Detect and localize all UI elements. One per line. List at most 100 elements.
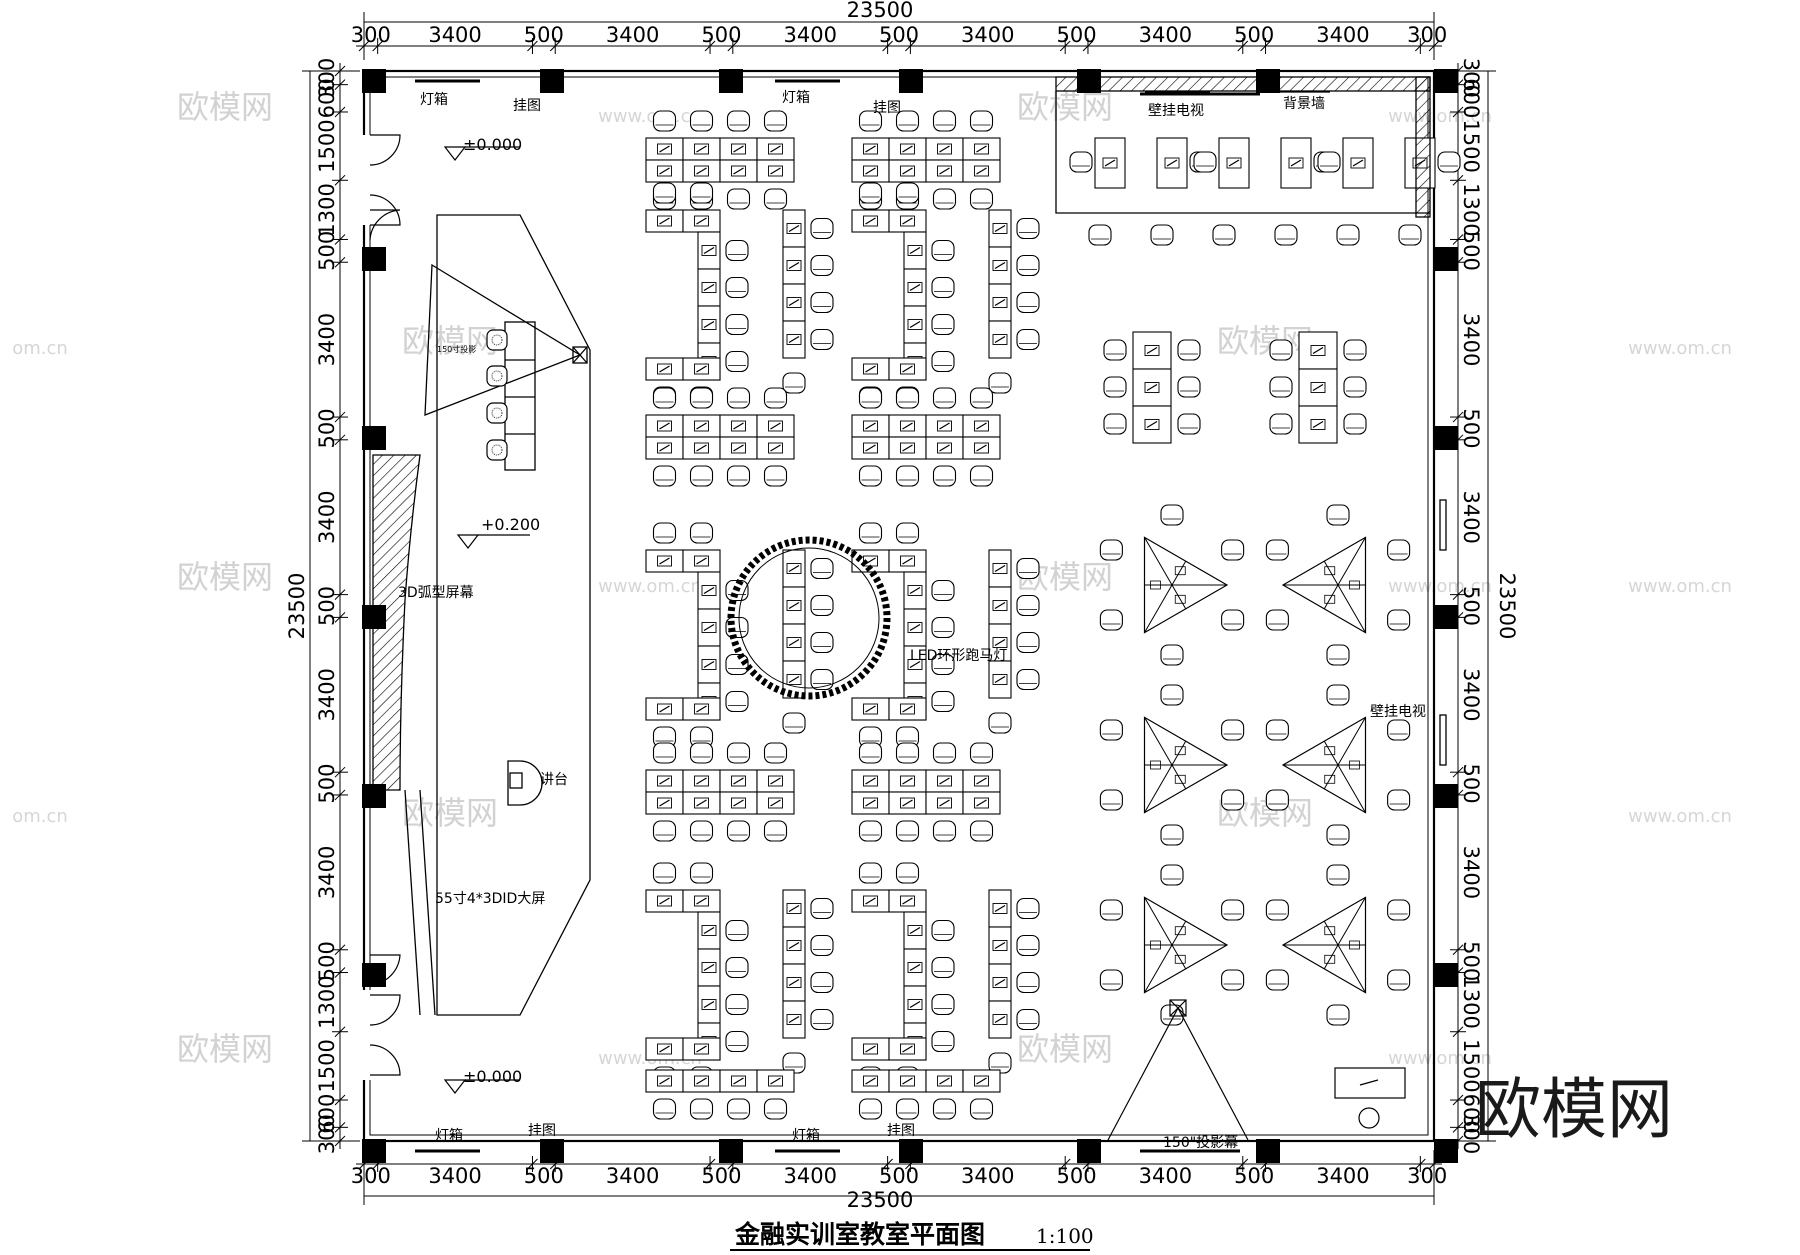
chair-cushion [491, 334, 503, 346]
keyboard [865, 444, 876, 452]
monitor [863, 363, 878, 375]
background-wall-label: 背景墙 [1283, 96, 1325, 112]
monitor [907, 622, 923, 633]
monitor [786, 223, 802, 234]
monitor [863, 1075, 878, 1087]
chair [1088, 224, 1112, 246]
keyboard [1290, 159, 1302, 167]
monitor [974, 143, 989, 155]
level-zero-top: ±0.000 [463, 135, 522, 154]
dim-h-2: 500 [524, 1164, 564, 1188]
monitor [768, 165, 783, 177]
chair [689, 1098, 714, 1120]
chair [726, 820, 751, 842]
keyboard [909, 623, 921, 632]
keyboard [909, 660, 921, 669]
total-height-left: 23500 [285, 573, 309, 640]
keyboard [1146, 420, 1158, 429]
chair [1387, 899, 1411, 921]
chair [1069, 151, 1093, 173]
keyboard [696, 217, 707, 225]
chair [895, 862, 920, 884]
chair [1387, 969, 1411, 991]
dim-h-4: 500 [701, 23, 741, 47]
chair [725, 919, 749, 942]
watermark-text: 欧模网 [1017, 88, 1113, 126]
chair [969, 188, 994, 210]
chair [1326, 864, 1350, 886]
column [899, 69, 923, 93]
chair [1016, 668, 1040, 691]
dim-h-7: 3400 [961, 23, 1014, 47]
keyboard [994, 601, 1006, 610]
monitor [1102, 157, 1118, 169]
chair [726, 1098, 751, 1120]
dim-v-9: 3400 [315, 668, 339, 721]
monitor [1174, 774, 1186, 784]
keyboard [909, 586, 921, 595]
monitor [900, 1043, 915, 1055]
chair [931, 616, 955, 639]
keyboard [659, 777, 670, 785]
chair [1177, 413, 1201, 435]
keyboard [902, 167, 913, 175]
monitor [907, 925, 923, 936]
monitor [657, 555, 672, 567]
projection-screen-label: 150"投影幕 [1163, 1135, 1238, 1151]
wall-tv-label-top: 壁挂电视 [1148, 103, 1204, 119]
keyboard [659, 422, 670, 430]
chair [932, 188, 957, 210]
column [540, 69, 564, 93]
keyboard [909, 246, 921, 255]
presentation-chairs [486, 329, 508, 461]
chair [725, 616, 749, 639]
keyboard [1312, 420, 1324, 429]
keyboard [696, 705, 707, 713]
monitor [900, 1075, 915, 1087]
keyboard [939, 444, 950, 452]
keyboard [696, 167, 707, 175]
chair [931, 1030, 955, 1053]
dim-h-6: 500 [879, 23, 919, 47]
monitor [786, 903, 802, 914]
chair [1336, 224, 1360, 246]
dim-v-15: 600 [315, 1094, 339, 1134]
monitor [1350, 157, 1366, 169]
chair [689, 182, 714, 204]
monitor [900, 143, 915, 155]
chair [1103, 339, 1127, 361]
dim-h-11: 3400 [1316, 1164, 1369, 1188]
keyboard [788, 564, 800, 573]
keyboard [703, 246, 715, 255]
monitor [701, 925, 717, 936]
chair [1326, 504, 1350, 526]
chair [763, 465, 788, 487]
dim-h-4: 500 [701, 1164, 741, 1188]
keyboard [659, 799, 670, 807]
monitor [786, 260, 802, 271]
keyboard [994, 335, 1006, 344]
chair [1221, 719, 1245, 741]
wall-fixtures [415, 79, 840, 1153]
keyboard [902, 897, 913, 905]
big-screen-label: 55寸4*3DID大屏 [435, 891, 545, 907]
keyboard [902, 444, 913, 452]
chair [725, 993, 749, 1016]
chair [1150, 224, 1174, 246]
monitor [786, 977, 802, 988]
chair [931, 956, 955, 979]
keyboard [788, 638, 800, 647]
chair [726, 110, 751, 132]
dim-h-9: 3400 [1139, 1164, 1192, 1188]
keyboard [696, 422, 707, 430]
keyboard [994, 638, 1006, 647]
keyboard [994, 941, 1006, 950]
dim-v-4: 500 [315, 231, 339, 271]
chair [895, 742, 920, 764]
monitor [1324, 594, 1336, 604]
monitor [768, 775, 783, 787]
chair [858, 110, 883, 132]
chair [969, 1098, 994, 1120]
keyboard [939, 777, 950, 785]
chair [652, 465, 677, 487]
